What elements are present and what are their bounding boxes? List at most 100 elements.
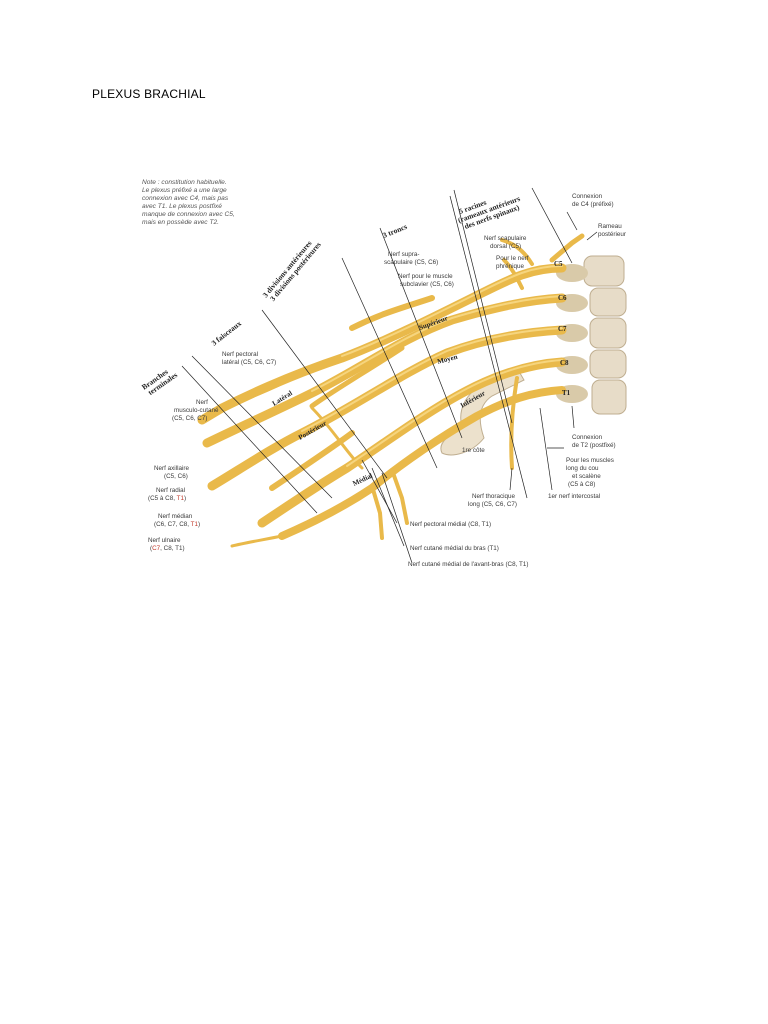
label-connexion-c4: de C4 (préfixé): [572, 201, 614, 208]
svg-text:Nerf thoracique: Nerf thoracique: [472, 493, 516, 500]
label-muscles-cou: long du cou: [566, 465, 599, 472]
brachial-plexus-figure: Note : constitution habituelle. Le plexu…: [132, 168, 652, 568]
svg-text:Connexion: Connexion: [572, 434, 603, 441]
note-line: avec T1. Le plexus postfixé: [142, 203, 222, 210]
label-radial-t1: T1: [177, 495, 185, 502]
svg-text:1re côte: 1re côte: [462, 447, 485, 454]
svg-text:Nerf radial: Nerf radial: [156, 487, 185, 494]
header-divisions-post: 3 divisions postérieures: [268, 240, 323, 303]
svg-text:(C7, C8, T1): (C7, C8, T1): [150, 545, 185, 552]
svg-text:phrénique: phrénique: [496, 263, 525, 270]
label-subclavier: subclavier (C5, C6): [400, 281, 454, 288]
svg-text:C5: C5: [554, 260, 563, 268]
label-suprascapulaire: scapulaire (C5, C6): [384, 259, 438, 266]
label-ulnaire: , C8, T1): [160, 545, 184, 552]
labels-top: Nerf scapulaire dorsal (C5) Pour le nerf…: [222, 235, 529, 366]
note-line: Le plexus préfixé a une large: [142, 187, 227, 194]
label-ulnaire-c7: C7: [152, 545, 161, 552]
label-thoracique-long: long (C5, C6, C7): [468, 501, 517, 508]
label-rameau-posterieur: Rameau: [598, 223, 622, 230]
svg-text:scapulaire (C5, C6): scapulaire (C5, C6): [384, 259, 438, 266]
vertebral-column: [556, 255, 627, 415]
label-median: ): [198, 521, 200, 528]
svg-text:Note : constitution habituelle: Note : constitution habituelle.: [142, 179, 227, 186]
svg-text:et scalène: et scalène: [572, 473, 601, 480]
svg-text:(C5, C6, C7): (C5, C6, C7): [172, 415, 207, 422]
label-median: Nerf médian: [158, 513, 193, 520]
svg-text:Nerf médian: Nerf médian: [158, 513, 193, 520]
rib-label: 1re côte: [462, 447, 485, 454]
header-faisceaux: 3 faisceaux: [210, 319, 243, 348]
brachial-plexus-illustration: Note : constitution habituelle. Le plexu…: [140, 179, 627, 568]
svg-text:C8: C8: [560, 359, 569, 367]
label-scapulaire-dorsal: dorsal (C5): [490, 243, 521, 250]
svg-text:Rameau: Rameau: [598, 223, 622, 230]
svg-text:Nerf pectoral médial (C8, T1): Nerf pectoral médial (C8, T1): [410, 521, 491, 528]
labels-bottom: Nerf thoracique long (C5, C6, C7) 1er ne…: [408, 493, 600, 568]
svg-text:postérieur: postérieur: [598, 231, 626, 238]
svg-text:connexion avec C4, mais pas: connexion avec C4, mais pas: [142, 195, 229, 202]
label-cutane-bras: Nerf cutané médial du bras (T1): [410, 545, 499, 552]
nerve-bundle: [197, 233, 585, 548]
svg-text:long du cou: long du cou: [566, 465, 599, 472]
svg-text:T1: T1: [562, 389, 571, 397]
svg-text:avec T1. Le plexus postfixé: avec T1. Le plexus postfixé: [142, 203, 222, 210]
svg-text:subclavier (C5, C6): subclavier (C5, C6): [400, 281, 454, 288]
svg-text:C6: C6: [558, 294, 567, 302]
label-radial: Nerf radial: [156, 487, 185, 494]
svg-text:3 troncs: 3 troncs: [381, 222, 408, 240]
label-thoracique-long: Nerf thoracique: [472, 493, 516, 500]
svg-text:Nerf axillaire: Nerf axillaire: [154, 465, 189, 472]
svg-text:long (C5, C6, C7): long (C5, C6, C7): [468, 501, 517, 508]
svg-text:C7: C7: [558, 325, 567, 333]
svg-text:(C6, C7, C8, T1): (C6, C7, C8, T1): [154, 521, 200, 528]
svg-text:musculo-cutané: musculo-cutané: [174, 407, 219, 414]
svg-text:3 divisions antérieures: 3 divisions antérieures: [261, 239, 314, 300]
label-scapulaire-dorsal: Nerf scapulaire: [484, 235, 527, 242]
label-cutane-avant-bras: Nerf cutané médial de l'avant-bras (C8, …: [408, 561, 528, 568]
vertebra-label: C7: [558, 325, 567, 333]
svg-text:Nerf pour le muscle: Nerf pour le muscle: [398, 273, 453, 280]
label-ulnaire: (: [150, 545, 153, 552]
label-connexion-c4: Connexion: [572, 193, 603, 200]
svg-text:1er nerf intercostal: 1er nerf intercostal: [548, 493, 600, 500]
label-pectoral-medial: Nerf pectoral médial (C8, T1): [410, 521, 491, 528]
label-connexion-t2: de T2 (postfixé): [572, 442, 616, 449]
label-connexion-t2: Connexion: [572, 434, 603, 441]
label-axillaire: (C5, C6): [164, 473, 188, 480]
label-musculocutane: (C5, C6, C7): [172, 415, 207, 422]
label-median-t1: T1: [191, 521, 199, 528]
label-pectoral-lateral: latéral (C5, C6, C7): [222, 359, 276, 366]
label-intercostal: 1er nerf intercostal: [548, 493, 600, 500]
label-median: (C6, C7, C8,: [154, 521, 191, 528]
note-line: Note : constitution habituelle.: [142, 179, 227, 186]
label-radial: ): [184, 495, 186, 502]
pointer-lines: [181, 187, 598, 564]
labels-right: Connexion de C4 (préfixé) Rameau postéri…: [566, 193, 626, 488]
label-muscles-cou: et scalène: [572, 473, 601, 480]
svg-text:Le plexus préfixé a une large: Le plexus préfixé a une large: [142, 187, 227, 194]
header-troncs: 3 troncs: [381, 222, 408, 240]
label-phrenique: Pour le nerf: [496, 255, 529, 262]
svg-text:Nerf cutané médial du bras (T1: Nerf cutané médial du bras (T1): [410, 545, 499, 552]
svg-text:Pour les muscles: Pour les muscles: [566, 457, 614, 464]
vertebra-label: C5: [554, 260, 563, 268]
svg-text:Nerf: Nerf: [196, 399, 208, 406]
svg-text:dorsal (C5): dorsal (C5): [490, 243, 521, 250]
svg-text:3 divisions postérieures: 3 divisions postérieures: [268, 240, 323, 303]
note-line: manque de connexion avec C5,: [142, 211, 235, 218]
svg-text:Pour le nerf: Pour le nerf: [496, 255, 529, 262]
svg-text:de T2 (postfixé): de T2 (postfixé): [572, 442, 616, 449]
label-pectoral-lateral: Nerf pectoral: [222, 351, 258, 358]
note-line: connexion avec C4, mais pas: [142, 195, 229, 202]
svg-text:de C4 (préfixé): de C4 (préfixé): [572, 201, 614, 208]
vertebra-label: T1: [562, 389, 571, 397]
svg-text:(C5, C6): (C5, C6): [164, 473, 188, 480]
svg-text:3 faisceaux: 3 faisceaux: [210, 319, 243, 348]
svg-text:Nerf pectoral: Nerf pectoral: [222, 351, 258, 358]
svg-text:Nerf cutané médial de l'avant-: Nerf cutané médial de l'avant-bras (C8, …: [408, 561, 528, 568]
label-muscles-cou: (C5 à C8): [568, 481, 595, 488]
note-line: mais en possède avec T2.: [142, 219, 219, 226]
constitution-note: Note : constitution habituelle. Le plexu…: [142, 179, 235, 226]
svg-text:(C5 à C8): (C5 à C8): [568, 481, 595, 488]
